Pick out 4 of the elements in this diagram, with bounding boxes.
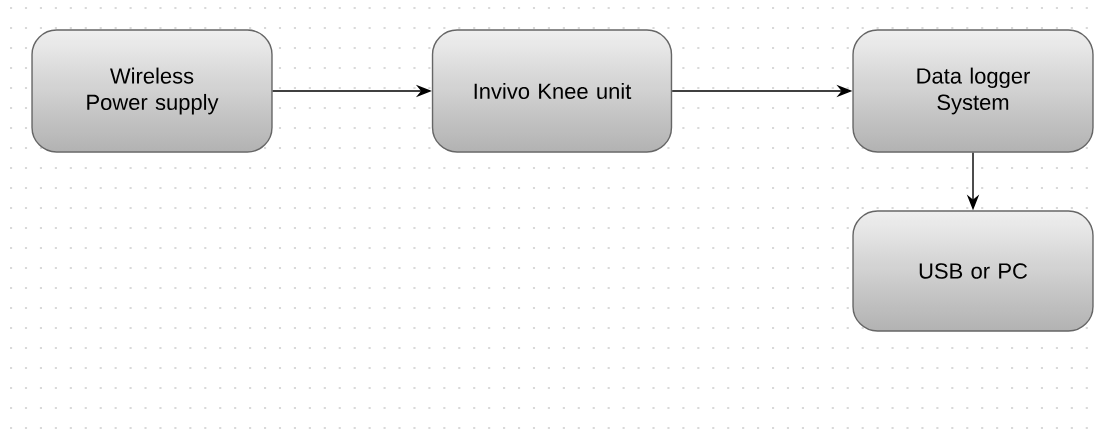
process-box: Wireless Power supply xyxy=(31,29,273,153)
process-box: USB or PC xyxy=(852,210,1094,332)
process-box: Data logger System xyxy=(852,29,1094,153)
process-box: Invivo Knee unit xyxy=(431,29,673,153)
